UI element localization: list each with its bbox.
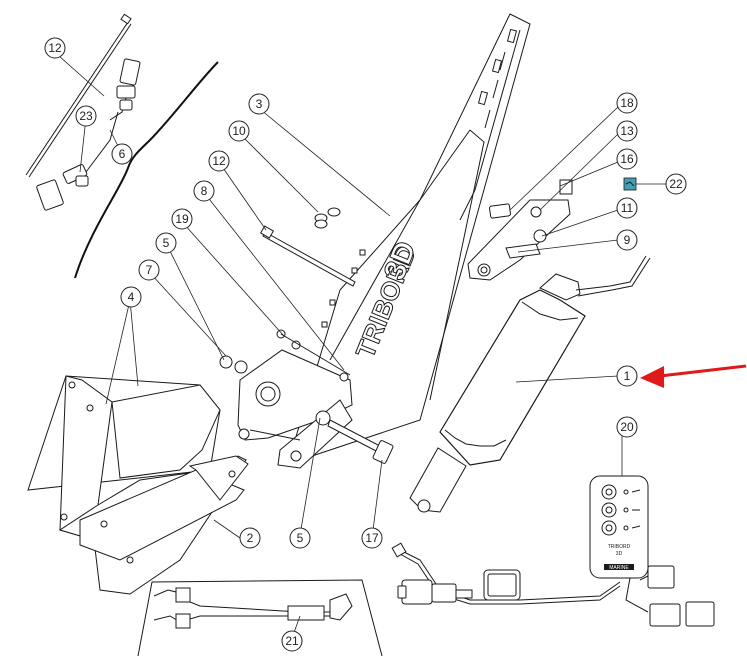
callout-8: 8 [193, 180, 215, 202]
callout-3: 3 [248, 93, 270, 115]
callout-23: 23 [75, 105, 97, 127]
power-cable-inset [137, 579, 383, 656]
svg-text:16: 16 [620, 152, 634, 166]
leader-lines [58, 55, 668, 639]
remote-brand-text: TRIBORD [608, 544, 631, 550]
svg-text:20: 20 [620, 420, 634, 434]
svg-text:10: 10 [232, 124, 246, 138]
callout-10: 10 [228, 120, 250, 142]
callout-18: 18 [616, 92, 638, 114]
wiring-harness [391, 542, 621, 605]
svg-text:19: 19 [175, 212, 189, 226]
svg-text:17: 17 [365, 531, 379, 545]
svg-text:18: 18 [620, 96, 634, 110]
svg-text:4: 4 [128, 290, 135, 304]
svg-text:8: 8 [201, 184, 208, 198]
callout-5-top: 5 [155, 232, 177, 254]
callout-16: 16 [616, 148, 638, 170]
svg-text:5: 5 [163, 236, 170, 250]
callout-12: 12 [208, 150, 230, 172]
callout-6: 6 [111, 143, 133, 165]
svg-text:13: 13 [620, 124, 634, 138]
callout-11: 11 [616, 197, 638, 219]
red-pointer-arrow [640, 364, 747, 388]
callout-4: 4 [120, 286, 142, 308]
remote-control: TRIBORD 3D MARINE [589, 475, 715, 627]
inset-cable-assembly [25, 13, 219, 279]
callout-20: 20 [616, 416, 638, 438]
svg-text:22: 22 [669, 177, 683, 191]
switch-plate-assembly [467, 177, 637, 281]
callout-2: 2 [239, 527, 261, 549]
svg-text:5: 5 [297, 531, 304, 545]
callout-9: 9 [616, 229, 638, 251]
callout-17: 17 [361, 527, 383, 549]
callout-13: 13 [616, 120, 638, 142]
callout-21: 21 [281, 630, 303, 652]
svg-text:11: 11 [621, 201, 634, 215]
actuator-1 [409, 255, 651, 513]
svg-text:23: 23 [79, 109, 93, 123]
svg-text:7: 7 [146, 263, 153, 277]
remote-maker-text: MARINE [609, 565, 629, 571]
callout-12-top: 12 [44, 37, 66, 59]
svg-text:9: 9 [624, 233, 631, 247]
svg-text:1: 1 [624, 369, 631, 383]
callout-22: 22 [665, 173, 687, 195]
callout-balloons: 12 23 6 3 10 12 8 19 5 7 4 2 5 17 1 18 1… [44, 37, 687, 652]
svg-text:3: 3 [256, 97, 263, 111]
remote-model-text: 3D [616, 551, 623, 557]
svg-text:12: 12 [48, 41, 62, 55]
svg-text:6: 6 [119, 147, 126, 161]
svg-text:21: 21 [285, 634, 299, 648]
remote-maker-plate [604, 564, 634, 570]
hinge-plates [219, 207, 394, 469]
callout-19: 19 [171, 208, 193, 230]
mounting-bracket [27, 375, 249, 595]
highlighted-part-22 [623, 177, 637, 191]
svg-text:12: 12 [212, 154, 226, 168]
callout-5-bottom: 5 [289, 527, 311, 549]
callout-1: 1 [616, 365, 638, 387]
svg-text:2: 2 [247, 531, 254, 545]
callout-7: 7 [138, 259, 160, 281]
